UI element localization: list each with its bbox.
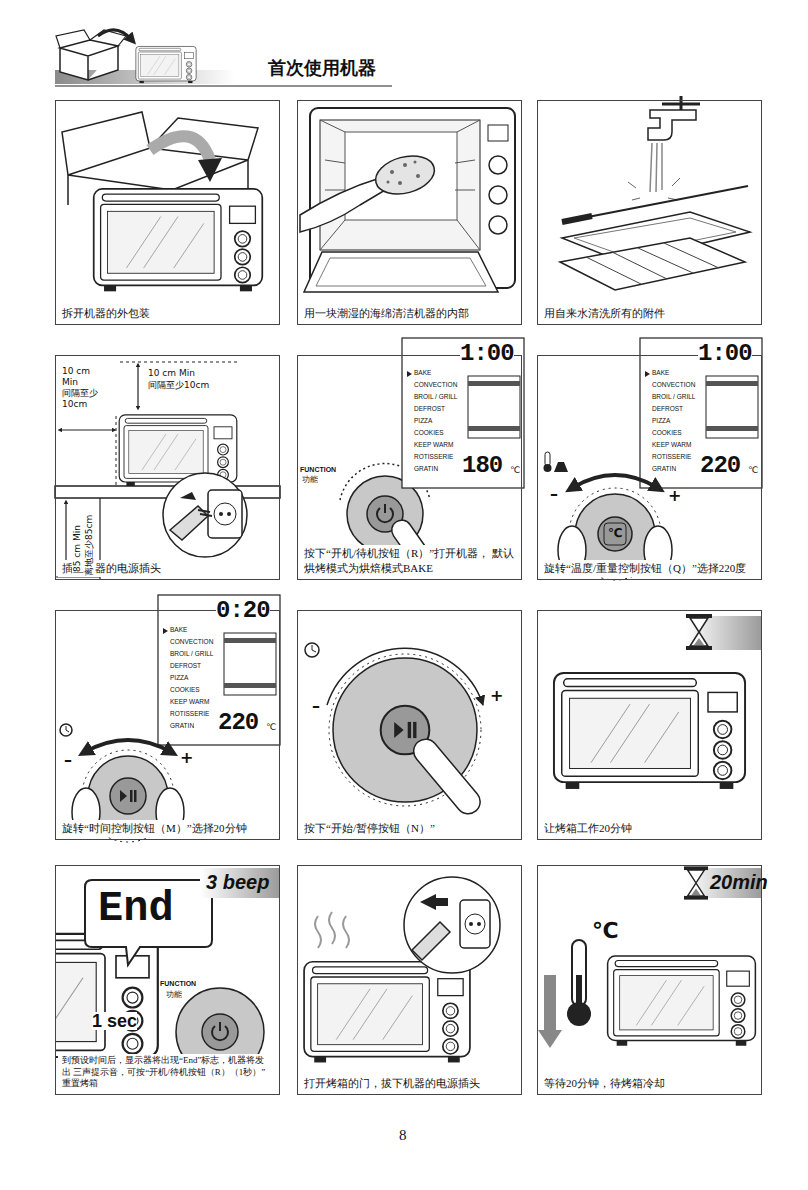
menu-item: BROIL / GRILL: [652, 394, 695, 401]
display-digits: 220: [218, 711, 258, 735]
menu-item: BAKE: [170, 627, 187, 634]
menu-item: BROIL / GRILL: [170, 651, 213, 658]
menu-item: PIZZA: [170, 675, 188, 682]
menu-item: PIZZA: [414, 418, 432, 425]
dimension-label: 10 cm Min: [62, 366, 100, 388]
step-caption: 拆开机器的外包装: [58, 305, 154, 322]
menu-item: ROTISSERIE: [652, 454, 691, 461]
step-panel: 按下“开始/暂停按钮（N）”: [297, 610, 522, 840]
unit-label: ℃: [510, 466, 520, 475]
menu-item: DEFROST: [652, 406, 683, 413]
dimension-label: 间隔至少10cm: [148, 380, 209, 391]
dial-sign: –: [64, 752, 72, 768]
step-caption: 用一块潮湿的海绵清洁机器的内部: [300, 305, 473, 322]
step-panel: 拆开机器的外包装: [55, 100, 280, 325]
step-caption: 按下“开始/暂停按钮（N）”: [300, 820, 439, 837]
callout-text: 3 beep: [206, 872, 269, 892]
menu-item: ROTISSERIE: [170, 711, 209, 718]
step-caption: 按下“开机/待机按钮（R）”打开机器， 默认烘烤模式为烘焙模式BAKE: [300, 545, 519, 577]
menu-item: BAKE: [414, 370, 431, 377]
display-digits: 180: [462, 454, 502, 478]
dial-sign: +: [668, 488, 681, 504]
step-panel: 等待20分钟，待烤箱冷却: [537, 865, 762, 1095]
page-title: 首次使用机器: [268, 57, 376, 79]
menu-item: GRATIN: [414, 466, 438, 473]
callout-text: 20min: [710, 872, 768, 892]
display-digits: 1:00: [460, 342, 514, 366]
step-panel: 用自来水清洗所有的附件: [537, 100, 762, 325]
menu-item: CONVECTION: [170, 639, 213, 646]
menu-item: CONVECTION: [652, 382, 695, 389]
dial-sign: –: [312, 698, 320, 714]
function-label: 功能: [166, 991, 182, 999]
function-label: FUNCTION: [300, 466, 336, 473]
menu-item: CONVECTION: [414, 382, 457, 389]
step-caption: 用自来水清洗所有的附件: [540, 305, 669, 322]
menu-item: KEEP WARM: [652, 442, 691, 449]
unit-label: ℃: [592, 920, 619, 942]
function-label: FUNCTION: [160, 980, 196, 987]
duration-label: 1 sec: [92, 1012, 137, 1030]
menu-item: COOKIES: [414, 430, 444, 437]
menu-item: KEEP WARM: [414, 442, 453, 449]
step-caption: 旋转“温度/重量控制按钮（Q）”选择220度: [540, 560, 750, 577]
step-caption: 旋转“时间控制按钮（M）”选择20分钟: [58, 820, 251, 837]
dimension-label: 间隔至少10cm: [62, 388, 100, 410]
display-message: End: [98, 888, 174, 930]
display-digits: 1:00: [698, 342, 752, 366]
menu-item: GRATIN: [170, 723, 194, 730]
unit-label: ℃: [266, 723, 276, 732]
button-symbol: ℃: [608, 527, 623, 539]
menu-item: KEEP WARM: [170, 699, 209, 706]
menu-item: GRATIN: [652, 466, 676, 473]
menu-item: COOKIES: [652, 430, 682, 437]
dimension-label: 10 cm Min: [148, 368, 195, 379]
step-panel: 让烤箱工作20分钟: [537, 610, 762, 840]
function-label: 功能: [302, 476, 318, 484]
page-number: 8: [399, 1128, 407, 1143]
menu-item: BROIL / GRILL: [414, 394, 457, 401]
menu-item: PIZZA: [652, 418, 670, 425]
step-caption: 让烤箱工作20分钟: [540, 820, 636, 837]
step-caption: 等待20分钟，待烤箱冷却: [540, 1075, 669, 1092]
menu-item: COOKIES: [170, 687, 200, 694]
dial-sign: +: [490, 688, 503, 704]
step-panel: 用一块潮湿的海绵清洁机器的内部: [297, 100, 522, 325]
menu-item: BAKE: [652, 370, 669, 377]
step-caption: 到预设时间后，显示器将出现“End”标志，机器将发出 三声提示音，可按“开机/待…: [58, 1054, 277, 1092]
step-panel: 打开烤箱的门，拔下机器的电源插头: [297, 865, 522, 1095]
dimension-label: 85 cm Min: [72, 525, 83, 572]
menu-item: DEFROST: [170, 663, 201, 670]
display-digits: 220: [700, 454, 740, 478]
dial-sign: –: [550, 486, 558, 502]
menu-item: DEFROST: [414, 406, 445, 413]
dimension-label: 离地至少85cm: [84, 515, 95, 576]
dial-sign: +: [180, 750, 193, 766]
menu-item: ROTISSERIE: [414, 454, 453, 461]
display-digits: 0:20: [216, 599, 270, 623]
step-caption: 打开烤箱的门，拔下机器的电源插头: [300, 1075, 484, 1092]
unit-label: ℃: [748, 466, 758, 475]
